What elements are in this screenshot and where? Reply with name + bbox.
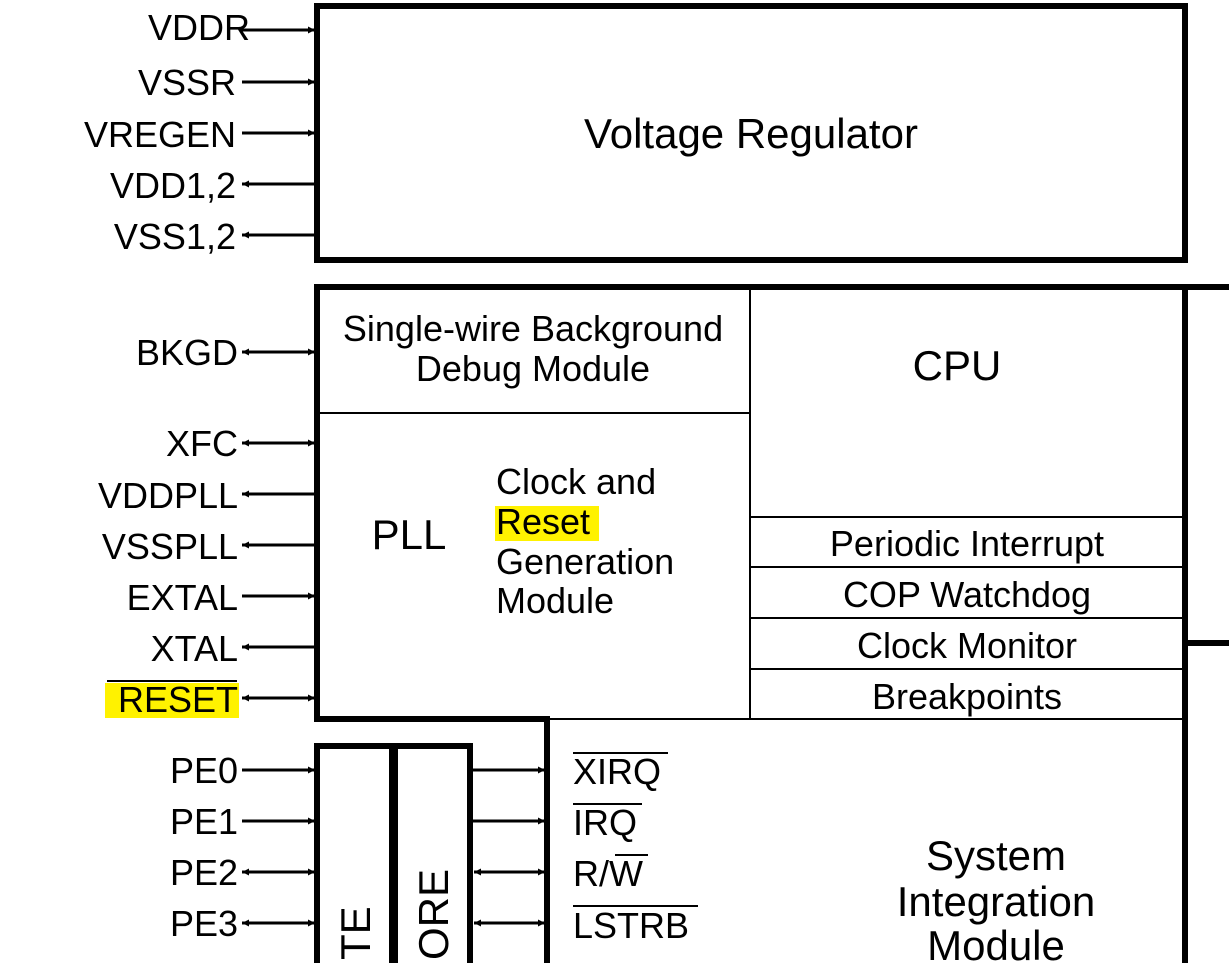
periodic-interrupt-label: Periodic Interrupt <box>830 523 1104 564</box>
sim-line2: Integration <box>897 878 1095 925</box>
crg-line4: Module <box>496 580 614 621</box>
bdm-label-line1: Single-wire Background <box>343 308 723 349</box>
cpu-title: CPU <box>913 342 1002 389</box>
core-region-outline <box>314 284 1229 963</box>
sim-line1: System <box>926 832 1066 879</box>
reset-pin-highlight <box>105 683 239 718</box>
bdm-label-line2: Debug Module <box>416 348 650 389</box>
crg-line3: Generation <box>496 541 674 582</box>
pin-vssr: VSSR <box>138 62 236 103</box>
voltage-regulator-block <box>314 3 1188 263</box>
vertical-label-ore: ORE <box>410 869 457 960</box>
pin-pe3: PE3 <box>170 903 238 944</box>
pin-xtal: XTAL <box>151 628 238 669</box>
pin-pe2: PE2 <box>170 852 238 893</box>
voltage-regulator-title: Voltage Regulator <box>584 110 918 157</box>
pin-pe0: PE0 <box>170 750 238 791</box>
signal-lstrb: LSTRB <box>573 905 689 946</box>
pin-vss12: VSS1,2 <box>114 216 236 257</box>
pin-vddr: VDDR <box>148 7 250 48</box>
pin-vsspll: VSSPLL <box>102 526 238 567</box>
pin-reset: RESET <box>118 679 238 720</box>
pin-vregen: VREGEN <box>84 114 236 155</box>
crg-line2: Reset <box>496 501 590 542</box>
pin-xfc: XFC <box>166 423 238 464</box>
clock-monitor-label: Clock Monitor <box>857 625 1077 666</box>
signal-xirq: XIRQ <box>573 751 661 792</box>
vertical-label-te: TE <box>332 906 379 960</box>
pin-pe1: PE1 <box>170 801 238 842</box>
pin-vddpll: VDDPLL <box>98 475 238 516</box>
cop-watchdog-label: COP Watchdog <box>843 574 1091 615</box>
breakpoints-label: Breakpoints <box>872 676 1062 717</box>
sim-line3: Module <box>927 922 1065 963</box>
signal-rw-r: R/ <box>573 853 609 894</box>
pin-extal: EXTAL <box>127 577 238 618</box>
pin-bkgd: BKGD <box>136 332 238 373</box>
signal-irq: IRQ <box>573 802 637 843</box>
pll-title: PLL <box>372 511 447 558</box>
crg-line1: Clock and <box>496 461 656 502</box>
pin-vdd12: VDD1,2 <box>110 165 236 206</box>
crg-reset-highlight <box>495 506 599 541</box>
port-e-block-2 <box>392 743 473 963</box>
signal-rw: R/W <box>573 853 643 894</box>
signal-rw-w: W <box>609 853 643 894</box>
